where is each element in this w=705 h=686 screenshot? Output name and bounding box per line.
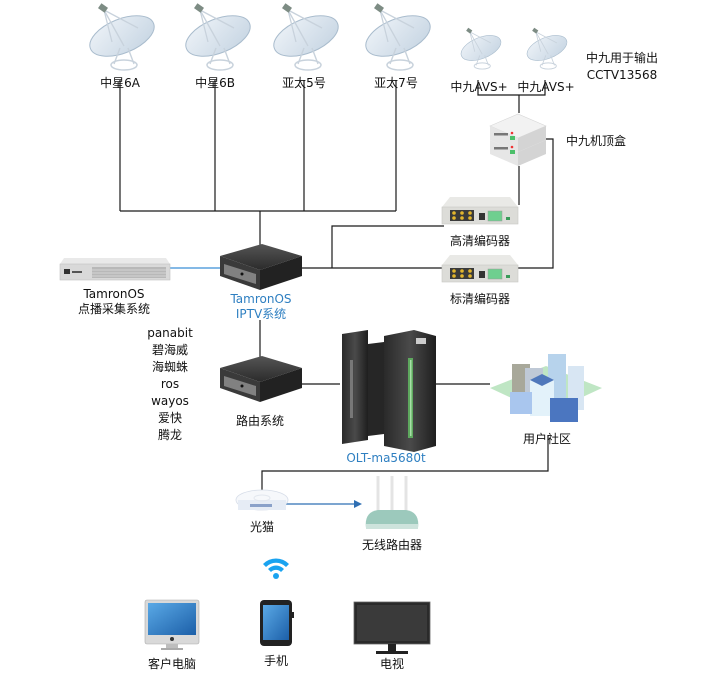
connection-lines bbox=[119, 80, 554, 492]
community-buildings-icon bbox=[490, 354, 602, 422]
wifi-icon bbox=[263, 558, 289, 579]
router-option: ros bbox=[160, 377, 180, 391]
onu-label: 光猫 bbox=[249, 520, 275, 534]
satellite-label-zhongxing-6b: 中星6B bbox=[195, 76, 235, 90]
iptv-system-line1: TamronOS bbox=[230, 292, 292, 306]
iptv-system-label: TamronOS IPTV系统 bbox=[230, 292, 291, 322]
vod-system-label: TamronOS 点播采集系统 bbox=[78, 287, 150, 317]
iptv-system-line2: IPTV系统 bbox=[235, 307, 287, 321]
olt-label: OLT-ma5680t bbox=[346, 451, 426, 465]
vod-system-line2: 点播采集系统 bbox=[77, 302, 151, 316]
arrow-head-icon bbox=[354, 500, 362, 508]
computer-label: 客户电脑 bbox=[147, 657, 197, 671]
satellite-dish-icon bbox=[267, 2, 345, 71]
sd-encoder-label: 标清编码器 bbox=[449, 292, 511, 306]
phone-label: 手机 bbox=[263, 654, 289, 668]
computer-icon bbox=[144, 599, 200, 650]
vod-system-line1: TamronOS bbox=[83, 287, 145, 301]
tv-icon bbox=[353, 601, 431, 654]
satellite-label-apstar-7: 亚太7号 bbox=[374, 76, 418, 90]
router-option: panabit bbox=[147, 326, 193, 340]
olt-rack-icon bbox=[342, 330, 436, 452]
satellite-dish-icon bbox=[83, 2, 161, 71]
satellite-dish-icon bbox=[523, 27, 571, 70]
router-options-list: panabit 碧海威 海蜘蛛 ros wayos 爱快 腾龙 bbox=[147, 325, 193, 444]
set-top-box-icon bbox=[489, 113, 547, 166]
avs-note: 中九用于输出 CCTV13568 bbox=[586, 50, 658, 84]
onu-modem-icon bbox=[235, 489, 289, 511]
satellite-label-apstar-5: 亚太5号 bbox=[282, 76, 326, 90]
wireless-router-label: 无线路由器 bbox=[361, 538, 423, 552]
avs-note-line2: CCTV13568 bbox=[586, 68, 658, 82]
hd-encoder-icon bbox=[441, 196, 519, 225]
router-system-label: 路由系统 bbox=[235, 414, 285, 428]
sd-encoder-icon bbox=[441, 254, 519, 283]
avs-dish-label: 中九AVS+ bbox=[450, 80, 508, 94]
satellite-label-zhongxing-6a: 中星6A bbox=[100, 76, 140, 90]
tv-label: 电视 bbox=[379, 657, 405, 671]
satellite-dish-icon bbox=[179, 2, 257, 71]
router-option: 爱快 bbox=[157, 411, 182, 425]
wireless-router-icon bbox=[365, 476, 419, 529]
satellite-dish-icon bbox=[457, 27, 505, 70]
router-server-icon bbox=[220, 356, 302, 402]
mobile-phone-icon bbox=[260, 600, 294, 646]
iptv-server-icon bbox=[220, 244, 302, 290]
avs-dish-label: 中九AVS+ bbox=[517, 80, 575, 94]
router-option: wayos bbox=[151, 394, 189, 408]
router-option: 碧海威 bbox=[151, 343, 188, 357]
router-option: 腾龙 bbox=[157, 428, 182, 442]
set-top-box-label: 中九机顶盒 bbox=[566, 134, 627, 148]
satellite-dish-icon bbox=[359, 2, 437, 71]
hd-encoder-label: 高清编码器 bbox=[449, 234, 511, 248]
avs-note-line1: 中九用于输出 bbox=[585, 51, 659, 65]
community-label: 用户社区 bbox=[522, 432, 572, 446]
router-option: 海蜘蛛 bbox=[151, 360, 188, 374]
vod-capture-server-icon bbox=[59, 258, 171, 281]
